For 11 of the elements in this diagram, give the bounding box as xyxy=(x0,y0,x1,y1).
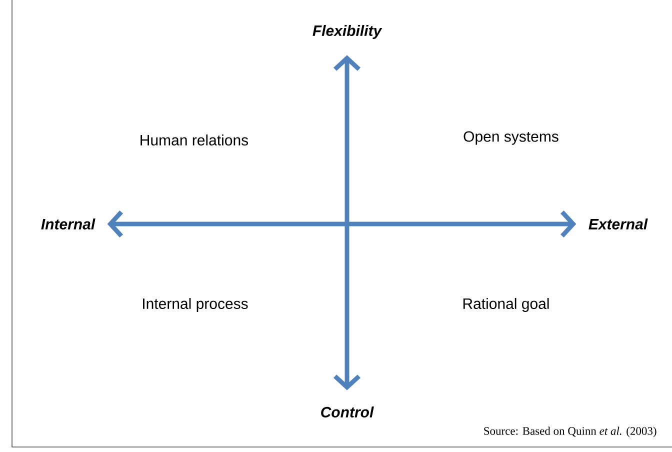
axis-label: Flexibility xyxy=(312,25,382,39)
quadrant-label: Rational goal xyxy=(463,298,549,312)
source-caption: Source: Based on Quinn et al. (2003) xyxy=(484,426,656,438)
quadrant-label: Open systems xyxy=(464,131,558,145)
axis-label: External xyxy=(588,218,648,230)
axis-arrow xyxy=(107,210,576,238)
axis-label: Internal xyxy=(41,218,96,230)
axis-arrow xyxy=(333,55,361,390)
quadrant-label: Internal process xyxy=(143,298,248,312)
axis-label: Control xyxy=(321,406,374,418)
quadrant-label: Human relations xyxy=(140,134,248,146)
